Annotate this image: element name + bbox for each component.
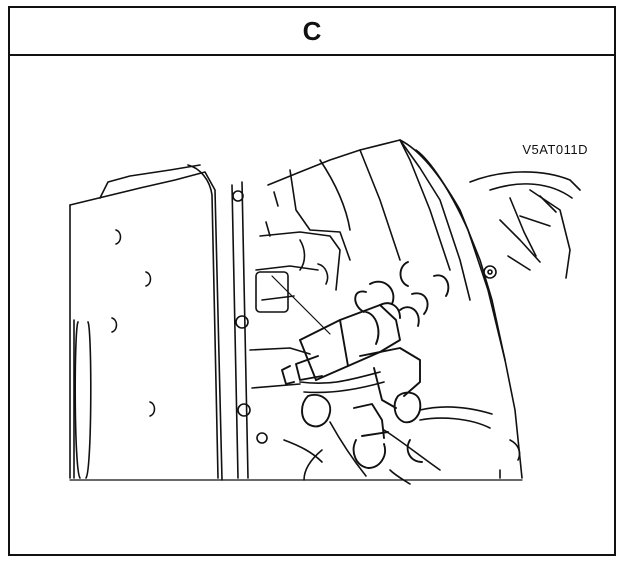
figure-code: V5AT011D: [522, 142, 588, 157]
right-housing: [399, 139, 581, 479]
valve-body-casting: [249, 139, 471, 389]
cover-bolt-holes: [111, 190, 268, 444]
callout-leader-line: [271, 275, 331, 335]
panel-label: C: [302, 15, 322, 46]
diagram-frame: C V5AT011D: [8, 6, 616, 556]
panel-header: C: [10, 8, 614, 56]
solenoid-assembly: [281, 261, 450, 469]
left-cover-plate: [69, 164, 249, 481]
wire-harness: [283, 371, 493, 485]
